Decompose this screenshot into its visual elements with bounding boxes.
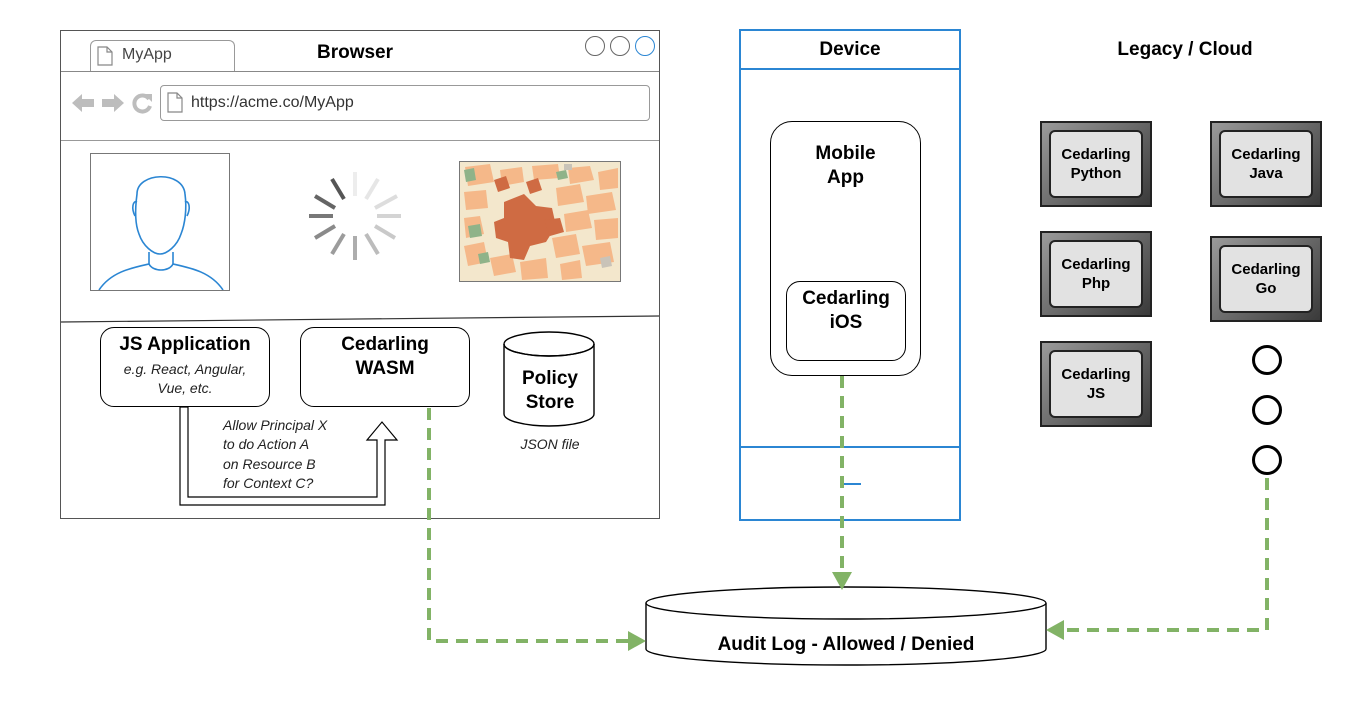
- request-note-line2: to do Action A: [223, 436, 310, 452]
- audit-log-cylinder: [645, 586, 1047, 666]
- browser-tab[interactable]: [90, 40, 235, 71]
- request-note-line1: Allow Principal X: [223, 417, 328, 433]
- key-label-line2: Java: [1249, 165, 1283, 182]
- user-avatar-icon: [98, 175, 224, 291]
- nav-separator: [61, 140, 659, 141]
- browser-window: [60, 30, 660, 519]
- back-arrow-icon[interactable]: [70, 92, 96, 114]
- loading-spinner-icon: [309, 172, 401, 260]
- policy-store-line1: Policy: [522, 368, 578, 389]
- tab-label: MyApp: [122, 46, 172, 63]
- mobile-app-line1: Mobile: [815, 143, 876, 164]
- device-header-divider: [740, 68, 960, 70]
- legacy-cloud-title: Legacy / Cloud: [1117, 39, 1253, 60]
- device-home-indicator: [840, 483, 861, 485]
- reload-icon[interactable]: [130, 91, 154, 115]
- device-footer-divider: [740, 446, 960, 448]
- js-application-title: JS Application: [119, 334, 251, 355]
- policy-store-line2: Store: [525, 392, 575, 413]
- key-label-line1: Cedarling: [1231, 146, 1301, 163]
- browser-title: Browser: [316, 42, 394, 63]
- js-application-subtitle-1: e.g. React, Angular,: [123, 361, 247, 377]
- key-label-line1: Cedarling: [1061, 256, 1131, 273]
- cedarling-ios-box: [786, 281, 906, 361]
- close-button[interactable]: [635, 36, 655, 56]
- ellipsis-dot: [1252, 345, 1282, 375]
- cedarling-ios-line2: iOS: [829, 312, 863, 333]
- device-title: Device: [819, 39, 881, 60]
- key-label-line2: JS: [1086, 385, 1106, 402]
- maximize-button[interactable]: [610, 36, 630, 56]
- url-text: https://acme.co/MyApp: [191, 94, 354, 111]
- key-label-line1: Cedarling: [1061, 366, 1131, 383]
- page-icon: [97, 46, 113, 66]
- ellipsis-dot: [1252, 395, 1282, 425]
- js-application-box: [100, 327, 270, 407]
- key-label-line2: Go: [1255, 280, 1277, 297]
- policy-store-caption: JSON file: [520, 436, 580, 452]
- url-bar[interactable]: [160, 85, 650, 121]
- key-label-line1: Cedarling: [1231, 261, 1301, 278]
- cedarling-ios-line1: Cedarling: [802, 288, 890, 309]
- mobile-app-line2: App: [827, 167, 864, 188]
- arrowhead-icon: [1046, 620, 1064, 640]
- audit-log-label: Audit Log - Allowed / Denied: [717, 634, 975, 655]
- js-application-subtitle-2: Vue, etc.: [157, 380, 213, 396]
- legacy-to-audit-connector: [1064, 478, 1269, 632]
- ellipsis-dot: [1252, 445, 1282, 475]
- url-page-icon: [167, 92, 183, 113]
- policy-store-cylinder: [503, 331, 595, 427]
- request-note-line3: on Resource B: [223, 456, 316, 472]
- device-frame: [739, 29, 961, 521]
- user-photo: [90, 153, 230, 291]
- minimize-button[interactable]: [585, 36, 605, 56]
- key-label-line2: Php: [1081, 275, 1111, 292]
- browser-tab-bar: [61, 31, 659, 72]
- forward-arrow-icon[interactable]: [100, 92, 126, 114]
- key-label-line1: Cedarling: [1061, 146, 1131, 163]
- cedarling-wasm-box: [300, 327, 470, 407]
- request-note-line4: for Context C?: [223, 475, 314, 491]
- key-label-line2: Python: [1070, 165, 1122, 182]
- cedarling-wasm-line2: WASM: [355, 358, 415, 379]
- cedarling-wasm-line1: Cedarling: [341, 334, 429, 355]
- map-image: [459, 161, 621, 282]
- map-icon: [460, 162, 620, 281]
